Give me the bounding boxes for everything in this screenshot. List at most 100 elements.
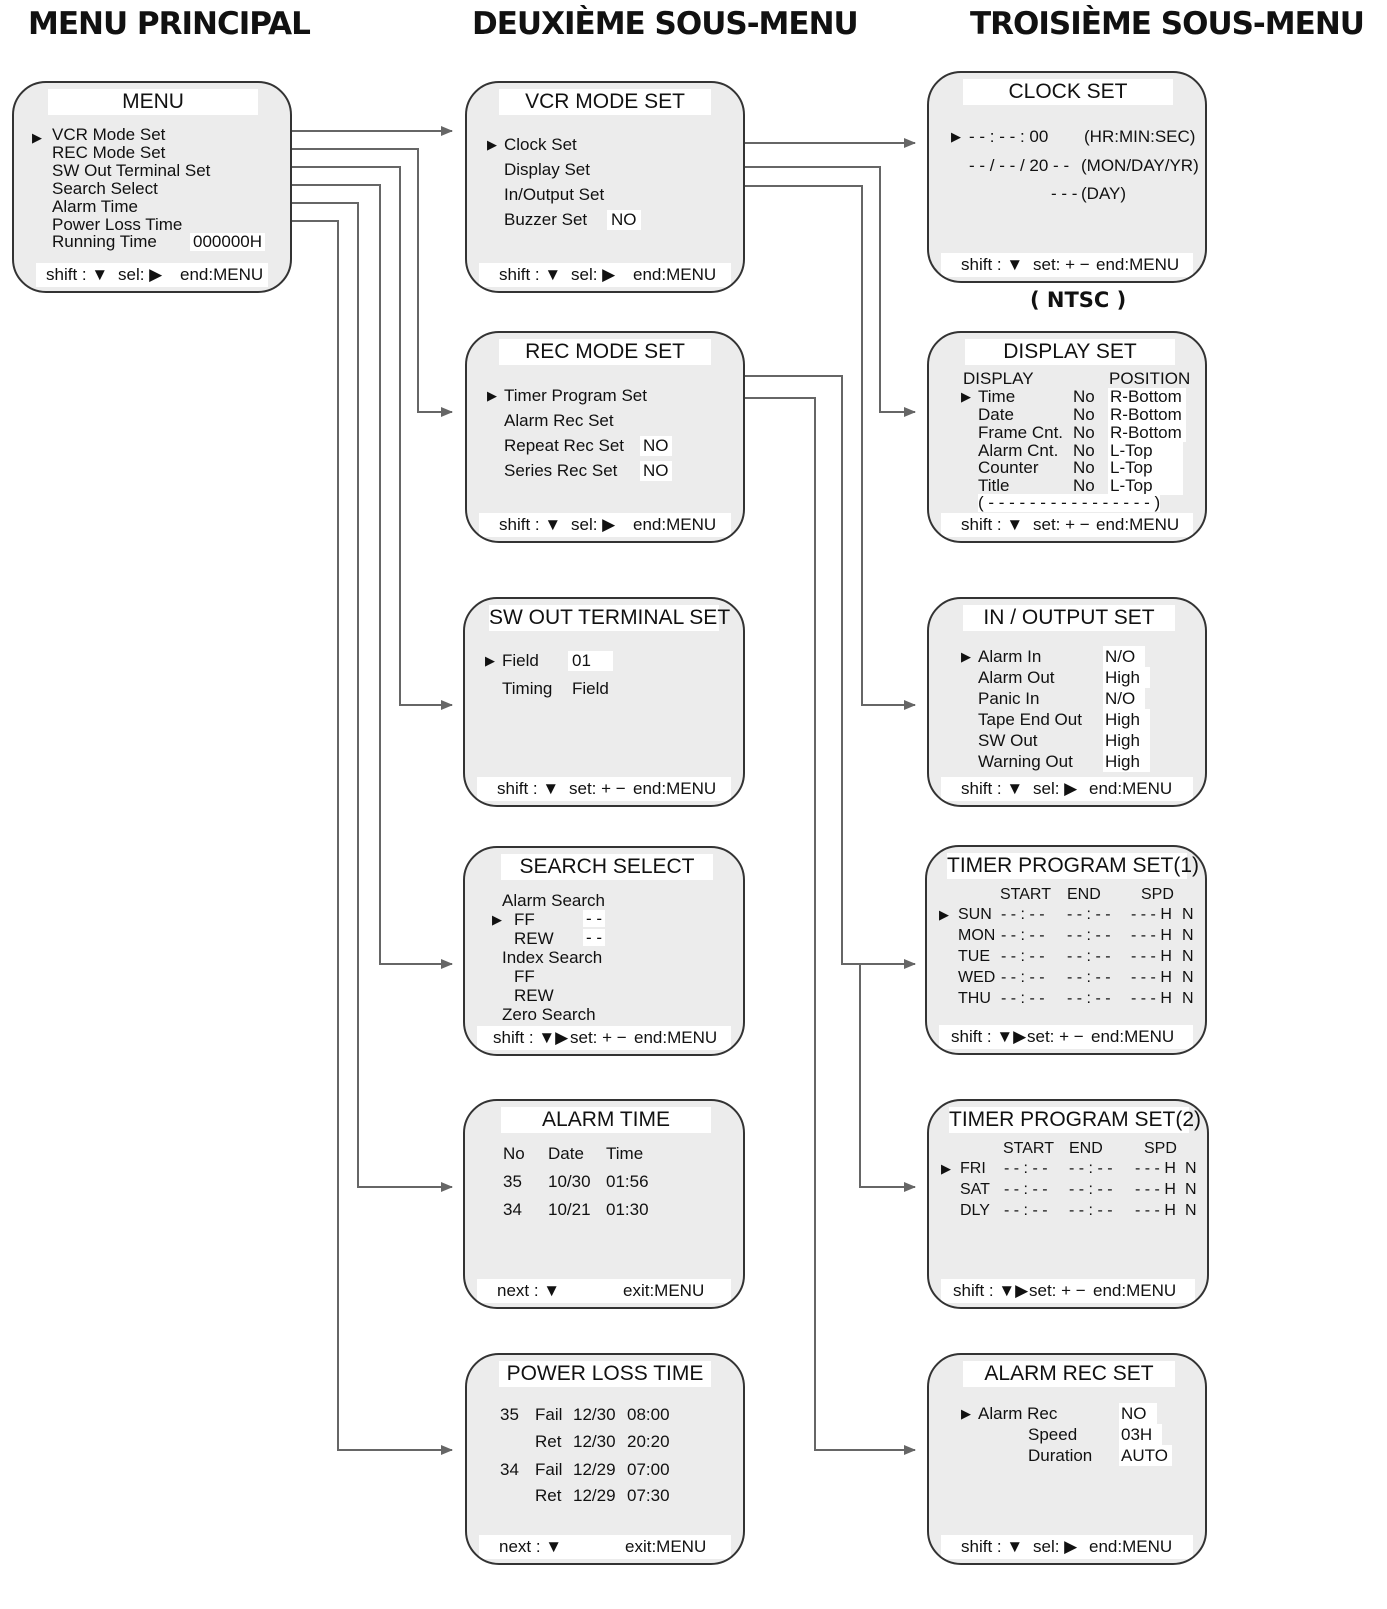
display-row-state: No — [1073, 458, 1095, 477]
timer1-row-day[interactable]: WED — [958, 969, 996, 986]
timer1-row-end: - - : - - — [1067, 969, 1111, 986]
vcr-item-buzzer-set[interactable]: Buzzer Set — [504, 210, 588, 229]
alarm-rec-speed-label[interactable]: Speed — [1028, 1425, 1078, 1444]
alarm-rec-duration-label[interactable]: Duration — [1028, 1446, 1093, 1465]
vcr-item-clock-set[interactable]: Clock Set — [504, 135, 577, 154]
rec-mode-set-title: REC MODE SET — [499, 339, 711, 365]
search-index-search[interactable]: Index Search — [502, 948, 603, 967]
search-select-box: SEARCH SELECT Alarm Search ▶ FF - - REW … — [463, 846, 745, 1056]
arrow-vcr-to-display — [745, 166, 916, 417]
vcr-item-display-set[interactable]: Display Set — [504, 160, 590, 179]
timer1-row-day[interactable]: THU — [958, 990, 991, 1007]
search-alarm-rew[interactable]: REW — [514, 929, 554, 948]
rec-item-alarm-rec-set[interactable]: Alarm Rec Set — [504, 411, 614, 430]
alarm-time-row-date: 10/21 — [548, 1200, 591, 1219]
alarm-rec-speed-value: 03H — [1119, 1424, 1163, 1445]
timer1-row-day[interactable]: TUE — [958, 948, 990, 965]
io-row-label[interactable]: Alarm Out — [978, 668, 1055, 687]
footer-shift: shift : ▼ — [961, 1537, 1024, 1556]
vcr-mode-set-title: VCR MODE SET — [499, 89, 711, 115]
display-row-label[interactable]: Alarm Cnt. — [978, 441, 1059, 460]
rec-item-series-rec-set[interactable]: Series Rec Set — [504, 461, 618, 480]
display-row-label[interactable]: Time — [978, 387, 1016, 406]
io-row-value: High — [1103, 709, 1150, 730]
timer2-row-mode: N — [1185, 1181, 1197, 1198]
display-row-label[interactable]: Date — [978, 405, 1014, 424]
timer2-row-mode: N — [1185, 1202, 1197, 1219]
arrow-rec-to-timer2 — [859, 964, 916, 1192]
timer2-row-day[interactable]: SAT — [960, 1181, 990, 1198]
timer1-row-speed: - - - H — [1131, 906, 1172, 923]
search-index-ff[interactable]: FF — [514, 967, 535, 986]
selection-marker-icon: ▶ — [961, 389, 971, 404]
power-row-type: Ret — [535, 1486, 562, 1505]
rec-item-repeat-rec-set[interactable]: Repeat Rec Set — [504, 436, 625, 455]
io-row-value: High — [1103, 751, 1150, 772]
footer-end: end:MENU — [1089, 779, 1173, 798]
header-third-submenu: TROISIÈME SOUS-MENU — [970, 6, 1365, 42]
arrow-menu-to-rec — [292, 148, 453, 417]
footer-sel: sel: ▶ — [118, 265, 163, 284]
timer1-row-mode: N — [1182, 927, 1194, 944]
display-row-position: R-Bottom — [1108, 406, 1186, 424]
menu-item-vcr-mode-set[interactable]: VCR Mode Set — [52, 125, 166, 144]
display-col-display: DISPLAY — [963, 369, 1034, 388]
clock-date-field[interactable]: - - / - - / 20 - - — [969, 156, 1070, 175]
footer-set: set: + − — [1033, 255, 1090, 274]
display-row-label[interactable]: Title — [978, 476, 1010, 495]
rec-item-timer-program-set[interactable]: Timer Program Set — [504, 386, 647, 405]
sw-timing-label[interactable]: Timing — [502, 679, 553, 698]
timer1-row-end: - - : - - — [1067, 948, 1111, 965]
timer2-row-day[interactable]: FRI — [960, 1160, 986, 1177]
display-set-title: DISPLAY SET — [965, 339, 1175, 365]
search-footer: shift : ▼▶ set: + − end:MENU — [477, 1026, 731, 1050]
footer-end: end:MENU — [1091, 1027, 1175, 1046]
timer2-row-start: - - : - - — [1004, 1202, 1048, 1219]
alarm-time-row-no: 34 — [503, 1200, 522, 1219]
io-title: IN / OUTPUT SET — [963, 605, 1175, 631]
footer-sel: sel: ▶ — [571, 265, 616, 284]
sw-field-label[interactable]: Field — [502, 651, 539, 670]
io-row-label[interactable]: Warning Out — [978, 752, 1073, 771]
header-main-menu: MENU PRINCIPAL — [28, 6, 311, 42]
io-row-label[interactable]: SW Out — [978, 731, 1038, 750]
footer-set: set: + − — [569, 779, 626, 798]
search-index-rew[interactable]: REW — [514, 986, 554, 1005]
menu-item-running-time[interactable]: Running Time — [52, 232, 157, 251]
timer2-title: TIMER PROGRAM SET(2) — [949, 1107, 1202, 1133]
alarm-rec-label[interactable]: Alarm Rec — [978, 1404, 1058, 1423]
display-footer: shift : ▼ set: + − end:MENU — [941, 513, 1193, 537]
repeat-rec-value: NO — [640, 436, 672, 456]
footer-sel: sel: ▶ — [1033, 1537, 1078, 1556]
io-row-label[interactable]: Panic In — [978, 689, 1040, 708]
menu-item-sw-out-terminal-set[interactable]: SW Out Terminal Set — [52, 161, 211, 180]
display-row-label[interactable]: Frame Cnt. — [978, 423, 1064, 442]
footer-set: set: + − — [1029, 1281, 1086, 1300]
clock-time-field[interactable]: - - : - - : 00 — [969, 127, 1049, 146]
clock-day-field[interactable]: - - - — [1051, 184, 1078, 203]
menu-item-power-loss-time[interactable]: Power Loss Time — [52, 215, 183, 234]
clock-day-hint: (DAY) — [1081, 184, 1127, 203]
timer2-row-day[interactable]: DLY — [960, 1202, 990, 1219]
search-alarm-search[interactable]: Alarm Search — [502, 891, 605, 910]
search-zero-search[interactable]: Zero Search — [502, 1005, 596, 1024]
footer-end: end:MENU — [1096, 515, 1180, 534]
footer-end: end:MENU — [1093, 1281, 1177, 1300]
display-title-field[interactable]: ( - - - - - - - - - - - - - - - - ) — [978, 493, 1161, 512]
menu-item-search-select[interactable]: Search Select — [52, 179, 158, 198]
footer-end: end:MENU — [633, 265, 717, 284]
timer1-row-day[interactable]: SUN — [958, 906, 992, 923]
display-row-label[interactable]: Counter — [978, 458, 1039, 477]
timer1-footer: shift : ▼▶ set: + − end:MENU — [939, 1025, 1193, 1049]
menu-item-alarm-time[interactable]: Alarm Time — [52, 197, 138, 216]
io-row-label[interactable]: Alarm In — [978, 647, 1042, 666]
menu-item-rec-mode-set[interactable]: REC Mode Set — [52, 143, 166, 162]
vcr-item-in-output-set[interactable]: In/Output Set — [504, 185, 605, 204]
io-row-label[interactable]: Tape End Out — [978, 710, 1082, 729]
timer1-row-day[interactable]: MON — [958, 927, 996, 944]
footer-end: end:MENU — [1096, 255, 1180, 274]
footer-set: set: + − — [570, 1028, 627, 1047]
search-alarm-ff[interactable]: FF — [514, 910, 535, 929]
footer-end: end:MENU — [1089, 1537, 1173, 1556]
